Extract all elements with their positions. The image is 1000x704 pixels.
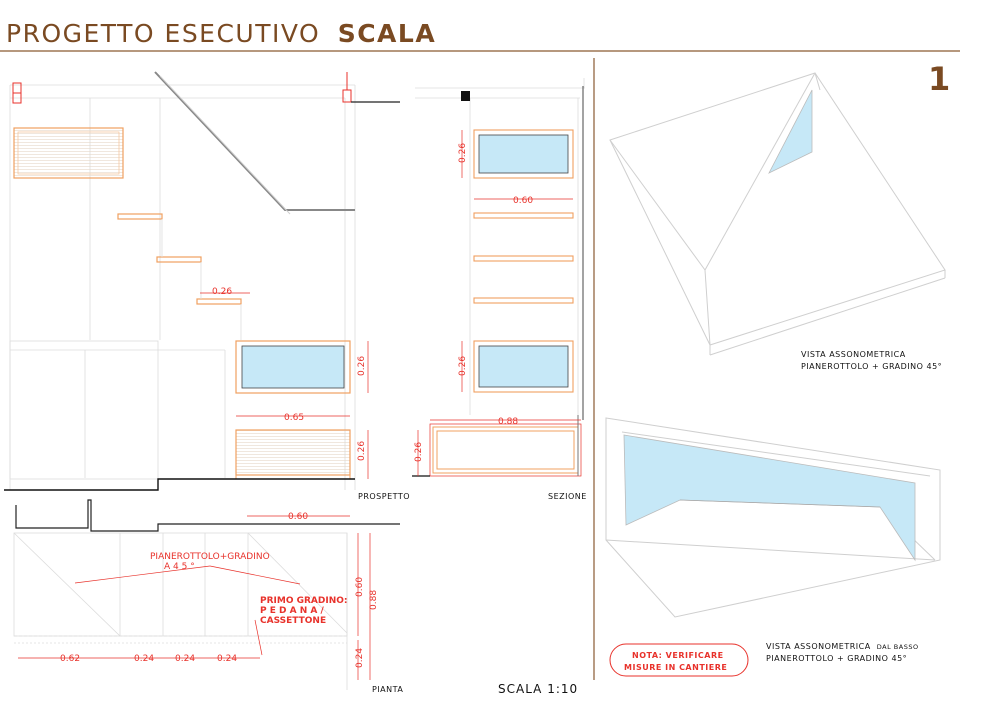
section-beam — [461, 91, 470, 101]
glass-panel-sezione-top — [478, 134, 569, 174]
axon2-line2: PIANEROTTOLO + GRADINO 45° — [766, 654, 907, 663]
label-first-step-line3: CASSETTONE — [260, 616, 326, 626]
dim-section-top: 0.26 — [458, 143, 468, 163]
label-pianta: PIANTA — [372, 685, 403, 694]
label-sezione: SEZIONE — [548, 492, 587, 501]
dim-plan-v3: 0.24 — [355, 648, 365, 668]
upper-drawer — [13, 127, 124, 179]
label-first-step-line2: P E D A N A / — [260, 606, 324, 616]
label-scale: SCALA 1:10 — [498, 682, 578, 696]
axon2-line1: VISTA ASSONOMETRICA DAL BASSO — [766, 642, 919, 651]
stair-steps — [117, 213, 242, 305]
glass-panel-axon-bottom — [623, 434, 916, 562]
dim-section-base: 0.26 — [414, 442, 424, 462]
label-first-step-line1: PRIMO GRADINO: — [260, 596, 348, 606]
sezione-view: 0.26 0.60 0.26 0.88 0.26 SEZIONE — [412, 78, 587, 501]
dim-section-inner-width: 0.60 — [513, 196, 533, 206]
note-line2: MISURE IN CANTIERE — [624, 663, 727, 672]
pianta-view: 0.60 0.62 0.24 0.24 0.24 0.60 0.88 0.24 … — [13, 499, 578, 696]
dim-drawer-lower: 0.26 — [357, 441, 367, 461]
dim-plan-d3: 0.24 — [175, 654, 195, 664]
page-title: PROGETTO ESECUTIVO SCALA — [6, 19, 436, 48]
dim-section-bottom: 0.26 — [458, 356, 468, 376]
title-prefix: PROGETTO ESECUTIVO — [6, 19, 320, 48]
sheet-header: PROGETTO ESECUTIVO SCALA 1 — [0, 19, 960, 680]
dim-width: 0.65 — [284, 413, 304, 423]
dim-plan-d1: 0.62 — [60, 654, 80, 664]
prospetto-view: 0.26 0.26 0.65 0.26 PROSPETTO — [4, 71, 410, 501]
label-prospetto: PROSPETTO — [358, 492, 410, 501]
axon1-line2: PIANEROTTOLO + GRADINO 45° — [801, 362, 942, 371]
dim-plan-v1: 0.60 — [355, 577, 365, 597]
axon2-line1-b: DAL BASSO — [877, 643, 919, 651]
axon2-line1-a: VISTA ASSONOMETRICA — [766, 642, 871, 651]
sheet-number: 1 — [928, 60, 950, 98]
dim-step-depth: 0.26 — [212, 287, 232, 297]
dim-plan-v2: 0.88 — [369, 590, 379, 610]
dim-section-total-width: 0.88 — [498, 417, 518, 427]
axon-view-bottom: VISTA ASSONOMETRICA DAL BASSO PIANEROTTO… — [605, 417, 941, 663]
glass-panel-prospetto — [241, 345, 345, 389]
label-landing-line1: PIANEROTTOLO+GRADINO — [150, 552, 270, 562]
label-landing-line2: A 4 5 ° — [164, 562, 195, 572]
dim-drawer-upper: 0.26 — [357, 356, 367, 376]
dim-plan-d2: 0.24 — [134, 654, 154, 664]
title-bold: SCALA — [338, 19, 436, 48]
site-note: NOTA: VERIFICARE MISURE IN CANTIERE — [609, 643, 749, 677]
lower-drawer — [235, 429, 351, 476]
dim-plan-top-width: 0.60 — [288, 512, 308, 522]
dim-plan-d4: 0.24 — [217, 654, 237, 664]
glass-panel-axon-top — [768, 89, 813, 174]
note-line1: NOTA: VERIFICARE — [632, 651, 724, 660]
axon1-line1: VISTA ASSONOMETRICA — [801, 350, 906, 359]
glass-panel-sezione-bottom — [478, 345, 569, 388]
axon-view-top: VISTA ASSONOMETRICA PIANEROTTOLO + GRADI… — [609, 72, 946, 371]
